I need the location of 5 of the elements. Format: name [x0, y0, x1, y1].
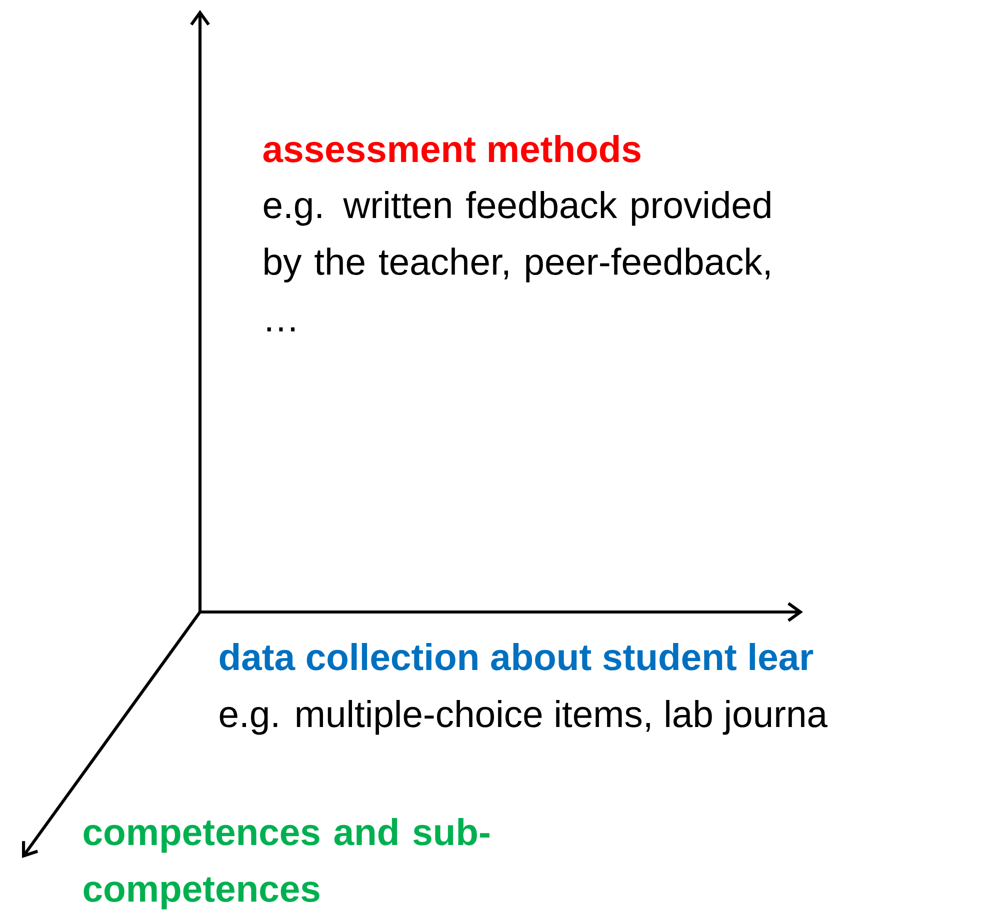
axis-heading: assessment methods: [263, 134, 640, 162]
axis-description: e.g. written feedback provided by the teacher, peer-feedback, …: [264, 190, 770, 332]
axis-heading: competences and sub-competences: [84, 818, 490, 910]
axis-heading: data collection about student lear: [220, 642, 814, 670]
axis-description: e.g. multiple-choice items, lab journa: [220, 700, 828, 735]
